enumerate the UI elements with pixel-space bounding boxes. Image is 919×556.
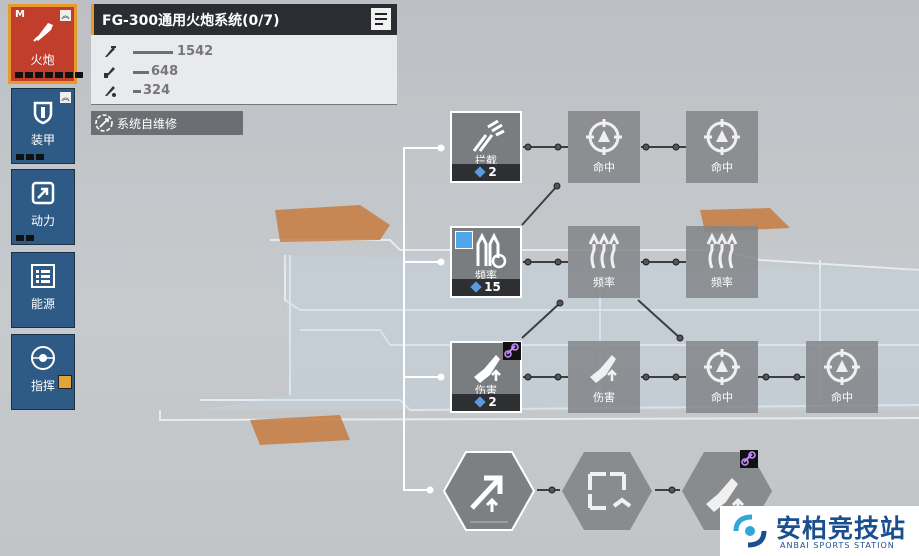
ability-label: 系统自维修	[117, 117, 178, 131]
category-tag: M	[15, 9, 25, 20]
node-accuracy[interactable]: 命中	[568, 111, 640, 183]
node-accuracy[interactable]: 命中	[806, 341, 878, 413]
crosshair-icon	[704, 119, 740, 155]
category-label: 装甲	[30, 133, 55, 147]
upgrade-pips	[16, 235, 34, 241]
stat-row: 648	[103, 64, 303, 80]
watermark-title: 安柏竞技站	[776, 514, 907, 543]
node-label: 命中	[711, 391, 733, 404]
cube-currency-icon	[470, 281, 482, 293]
node-accuracy[interactable]: 命中	[686, 111, 758, 183]
penetration-stat-icon	[104, 67, 115, 78]
self-repair-icon	[95, 114, 113, 132]
damage-turret-icon	[474, 355, 501, 383]
link-chain-icon	[503, 342, 521, 360]
hex-node-boost[interactable]	[442, 450, 536, 532]
category-energy[interactable]: 能源	[11, 252, 75, 328]
damage-stat-icon	[105, 46, 116, 57]
node-fire-rate[interactable]: 频率 15	[450, 226, 522, 298]
node-label: 频率	[593, 276, 615, 289]
node-label: 命中	[593, 161, 615, 174]
node-fire-rate[interactable]: 频率	[568, 226, 640, 298]
alert-badge-icon	[58, 375, 72, 389]
node-label: 伤害	[475, 384, 497, 397]
category-command[interactable]: 指挥	[11, 334, 75, 410]
category-label: 火炮	[30, 53, 55, 67]
fire-rate-icon	[476, 232, 507, 269]
system-title: FG-300通用火炮系统(0/7)	[102, 13, 280, 29]
stat-value: 1542	[177, 44, 214, 59]
fire-rate-icon	[706, 232, 738, 269]
node-accuracy[interactable]: 命中	[686, 341, 758, 413]
chevron-up-icon: ︽	[60, 10, 71, 21]
upgrade-cost: 15	[452, 279, 520, 296]
stat-value: 648	[151, 64, 179, 79]
category-artillery[interactable]: M ︽ 火炮	[8, 4, 83, 84]
armor-shield-icon	[33, 101, 53, 125]
node-label: 拦截	[475, 154, 497, 167]
node-damage[interactable]: 伤害 2	[450, 341, 522, 413]
node-label: 命中	[831, 391, 853, 404]
power-arrow-icon	[31, 181, 55, 205]
upgrade-pips	[15, 72, 83, 78]
title-bar: FG-300通用火炮系统(0/7)	[91, 4, 397, 35]
crosshair-icon	[586, 119, 622, 155]
energy-list-icon	[31, 264, 55, 288]
expand-frame-icon	[588, 472, 632, 510]
category-label: 动力	[30, 214, 55, 228]
watermark-logo-icon	[733, 514, 767, 548]
category-label: 指挥	[30, 379, 55, 393]
upgrade-pips	[16, 154, 44, 160]
node-label: 命中	[711, 161, 733, 174]
node-label: 频率	[711, 276, 733, 289]
hex-node-expand[interactable]	[560, 450, 654, 532]
cube-currency-icon	[474, 396, 486, 408]
document-icon[interactable]	[371, 8, 391, 30]
watermark: 安柏竞技站 ANBAI SPORTS STATION	[720, 506, 919, 556]
crosshair-icon	[824, 349, 860, 385]
upgrade-arrow-icon	[455, 231, 473, 249]
node-damage[interactable]: 伤害	[568, 341, 640, 413]
node-label: 伤害	[593, 391, 615, 404]
node-label: 频率	[475, 269, 497, 282]
crosshair-icon	[704, 349, 740, 385]
damage-turret-icon	[590, 355, 617, 383]
chevron-up-icon: ︽	[60, 92, 71, 103]
stat-value: 324	[143, 83, 171, 98]
stat-row: 324	[103, 83, 303, 99]
category-armor[interactable]: ︽ 装甲	[11, 88, 75, 164]
command-radar-icon	[31, 346, 55, 370]
cannon-shell-icon	[32, 23, 53, 42]
system-info-panel: FG-300通用火炮系统(0/7) 1542 648 324	[91, 4, 397, 105]
upgrade-cost: 2	[452, 394, 520, 411]
cube-currency-icon	[474, 166, 486, 178]
category-label: 能源	[30, 297, 55, 311]
stat-row: 1542	[103, 44, 303, 60]
fire-rate-icon	[588, 232, 620, 269]
ability-self-repair[interactable]: 系统自维修	[91, 111, 243, 135]
node-intercept[interactable]: 拦截 2	[450, 111, 522, 183]
category-power[interactable]: 动力	[11, 169, 75, 245]
intercept-icon	[472, 119, 505, 152]
link-chain-icon	[740, 450, 758, 468]
upgrade-cost: 2	[452, 164, 520, 181]
node-fire-rate[interactable]: 频率	[686, 226, 758, 298]
boost-arrow-icon	[470, 475, 503, 512]
range-stat-icon	[105, 86, 116, 97]
watermark-subtitle: ANBAI SPORTS STATION	[780, 541, 895, 550]
